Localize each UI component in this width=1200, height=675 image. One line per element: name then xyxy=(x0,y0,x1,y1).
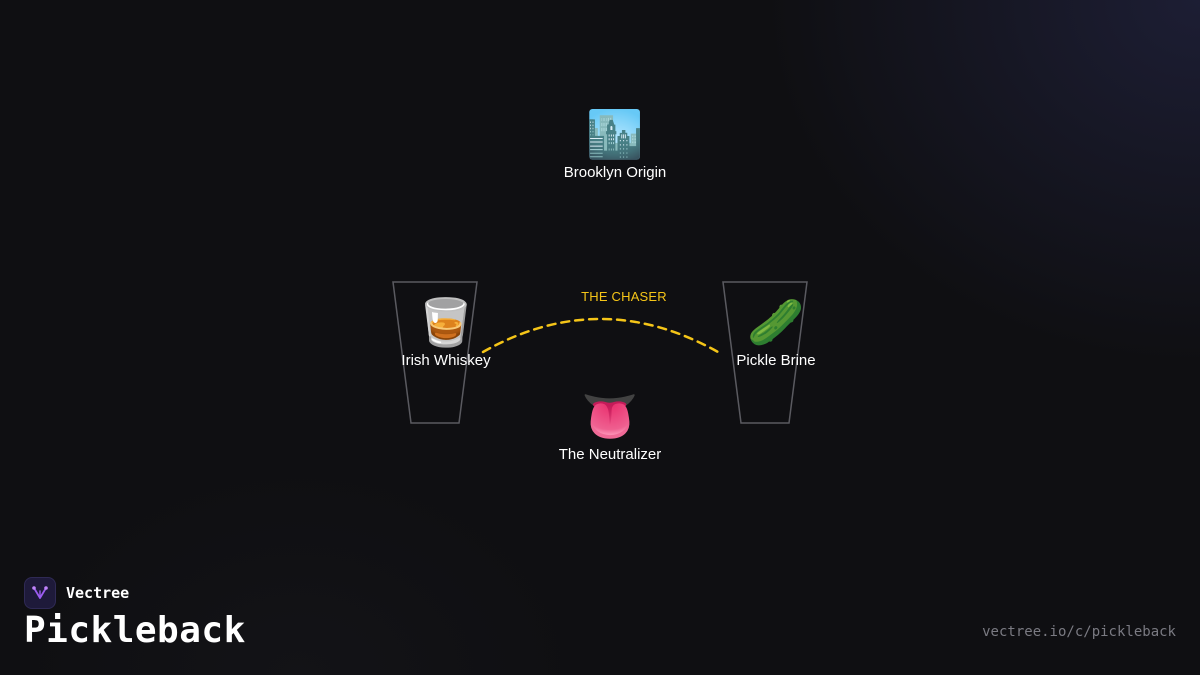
node-label: Brooklyn Origin xyxy=(563,164,667,181)
tumbler-glass-icon: 🥃 xyxy=(417,295,475,349)
tongue-icon: 👅 xyxy=(581,389,639,443)
page-title: Pickleback xyxy=(24,610,246,651)
node-irish-whiskey: 🥃 Irish Whiskey xyxy=(401,294,490,369)
brine-shot-glass-outline xyxy=(722,281,808,424)
node-pickle-brine: 🥒 Pickle Brine xyxy=(736,294,815,369)
node-label: Irish Whiskey xyxy=(401,352,491,369)
node-brooklyn-origin: 🏙️ Brooklyn Origin xyxy=(564,106,667,181)
vectree-logo-icon xyxy=(24,577,56,609)
brand-lockup[interactable]: Vectree xyxy=(24,577,129,609)
cityscape-icon: 🏙️ xyxy=(586,107,644,161)
brand-name: Vectree xyxy=(66,584,130,602)
node-the-neutralizer: 👅 The Neutralizer xyxy=(559,388,662,463)
node-label: The Neutralizer xyxy=(558,446,662,463)
whiskey-shot-glass-outline xyxy=(392,281,478,424)
cucumber-icon: 🥒 xyxy=(747,295,805,349)
source-url-link[interactable]: vectree.io/c/pickleback xyxy=(982,624,1176,640)
node-label: Pickle Brine xyxy=(736,352,816,369)
chaser-label: THE CHASER xyxy=(581,289,667,304)
chaser-arc xyxy=(481,317,720,354)
